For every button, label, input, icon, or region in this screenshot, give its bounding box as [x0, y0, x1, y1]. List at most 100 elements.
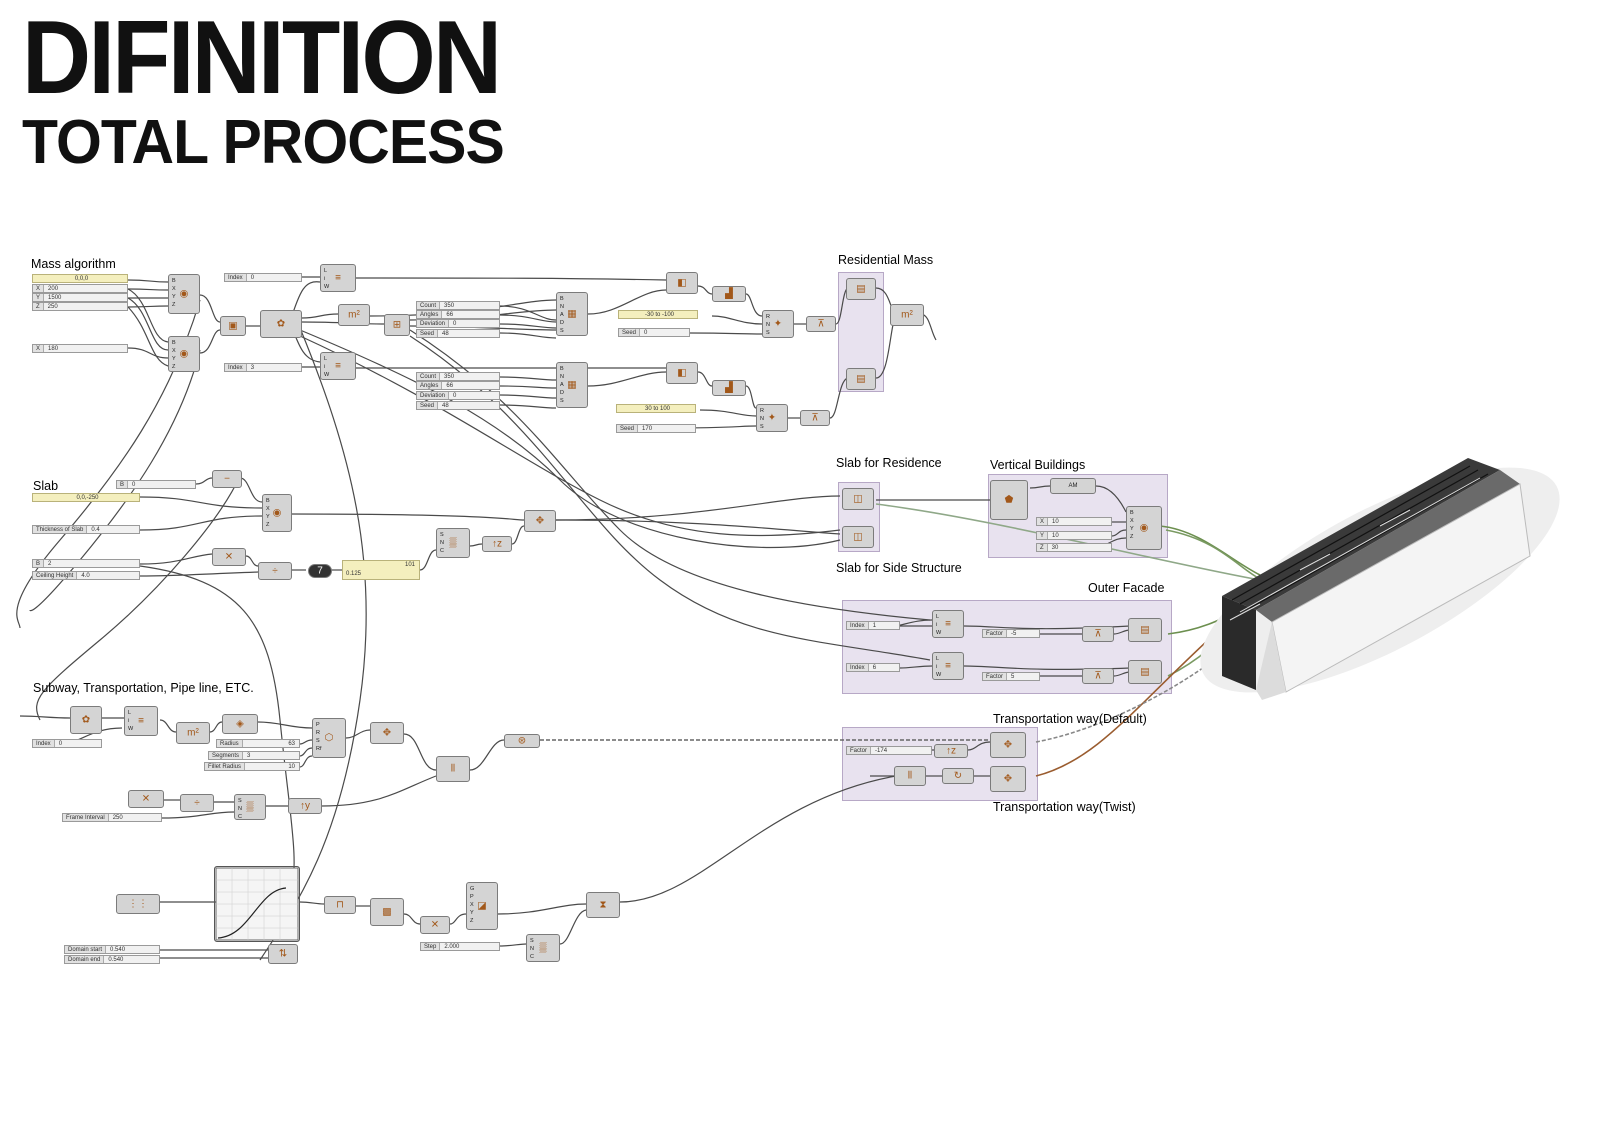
- vector-node-2[interactable]: ⊼: [800, 410, 830, 426]
- brep-node[interactable]: ✿: [260, 310, 302, 338]
- transport-rotate-node[interactable]: ↻: [942, 768, 974, 784]
- transport-vector-node[interactable]: ↑z: [934, 744, 968, 758]
- subway-division-node[interactable]: ÷: [180, 794, 214, 812]
- shift-node-1[interactable]: ◧: [666, 272, 698, 294]
- sweep-node[interactable]: ⧗: [586, 892, 620, 918]
- remap-node[interactable]: ⊓: [324, 896, 356, 914]
- subway-move-node[interactable]: ✥: [370, 722, 404, 744]
- box-node[interactable]: ▣: [220, 316, 246, 336]
- facade-vector-node-2[interactable]: ⊼: [1082, 668, 1114, 684]
- unit-z-node[interactable]: ↑z: [482, 536, 512, 552]
- facade-extrude-node-2[interactable]: ▤: [1128, 660, 1162, 684]
- area-node-2[interactable]: m²: [890, 304, 924, 326]
- transport-curve-node[interactable]: ⦀: [894, 766, 926, 786]
- facade-vector-node-1[interactable]: ⊼: [1082, 626, 1114, 642]
- series-node-1[interactable]: ▟: [712, 286, 746, 302]
- map-node[interactable]: ▩: [370, 898, 404, 926]
- loft-node[interactable]: ⦀: [436, 756, 470, 782]
- vertical-mass-node[interactable]: ⬟: [990, 480, 1028, 520]
- move-node-1[interactable]: ✥: [524, 510, 556, 532]
- slab-residence-node[interactable]: ◫: [842, 488, 874, 510]
- facade-factor1-slider[interactable]: Factor-5: [982, 629, 1040, 638]
- series-node-2[interactable]: ▟: [712, 380, 746, 396]
- subway-plane-node[interactable]: ◈: [222, 714, 258, 734]
- subway-brep-node[interactable]: ✿: [70, 706, 102, 734]
- bake-node[interactable]: ⊛: [504, 734, 540, 748]
- transport-factor-slider[interactable]: Factor-174: [846, 746, 932, 755]
- vector-node-1[interactable]: ⊼: [806, 316, 836, 332]
- slab-origin-panel[interactable]: 0,0,-250: [32, 493, 140, 502]
- graph-multiply-node[interactable]: ✕: [420, 916, 450, 934]
- range2-panel[interactable]: 30 to 100: [616, 404, 696, 413]
- slab-side-node[interactable]: ◫: [842, 526, 874, 548]
- range1-panel[interactable]: -30 to -100: [618, 310, 698, 319]
- unit-y-node[interactable]: ↑y: [288, 798, 322, 814]
- area-node[interactable]: m²: [338, 304, 370, 326]
- construct-domain-node[interactable]: ⇅: [268, 944, 298, 964]
- transport-default-node[interactable]: ✥: [990, 732, 1026, 758]
- subway-multiply-node[interactable]: ✕: [128, 790, 164, 808]
- subway-area-node[interactable]: m²: [176, 722, 210, 744]
- populate-node[interactable]: ⊞: [384, 314, 410, 336]
- graph-source-node[interactable]: ⋮⋮: [116, 894, 160, 914]
- extrude-node-1[interactable]: ▤: [846, 278, 876, 300]
- multiply-node[interactable]: ✕: [212, 548, 246, 566]
- facade-extrude-node-1[interactable]: ▤: [1128, 618, 1162, 642]
- division-node[interactable]: ÷: [258, 562, 292, 580]
- shift-node-2[interactable]: ◧: [666, 362, 698, 384]
- transport-twist-node[interactable]: ✥: [990, 766, 1026, 792]
- slab-minus-node[interactable]: −: [212, 470, 242, 488]
- origin-panel[interactable]: 0,0,0: [32, 274, 128, 283]
- graph-mapper[interactable]: [214, 866, 300, 942]
